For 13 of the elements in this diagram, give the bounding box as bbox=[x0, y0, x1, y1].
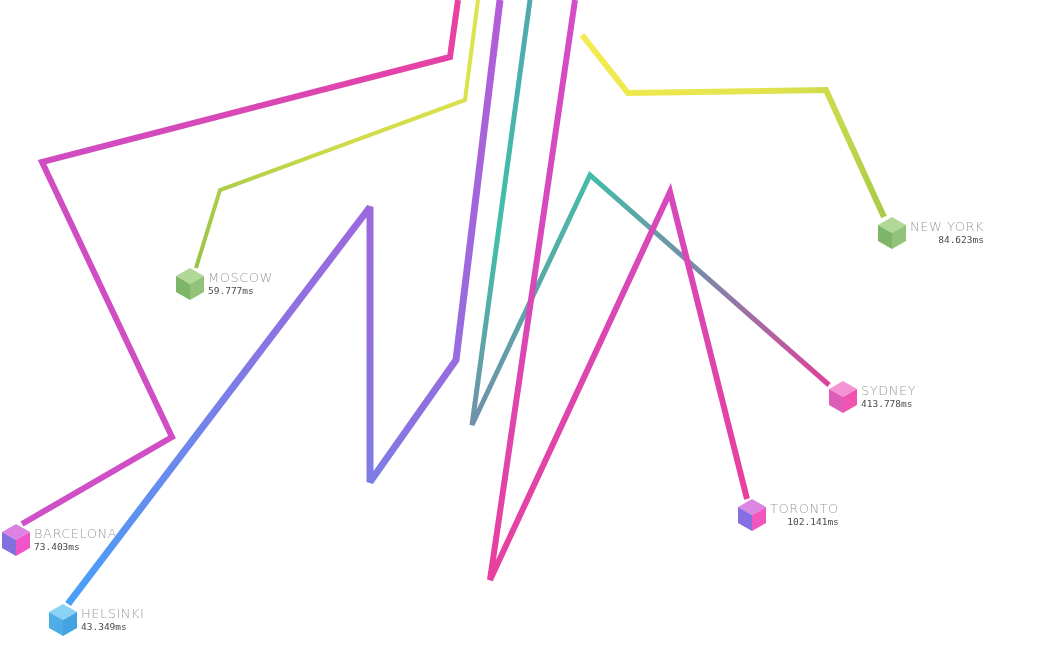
latency-value: 73.403ms bbox=[34, 541, 80, 552]
city-name: TORONTO bbox=[770, 501, 839, 516]
city-name: SYDNEY bbox=[861, 383, 917, 398]
latency-value: 43.349ms bbox=[81, 621, 127, 632]
city-name: BARCELONA bbox=[34, 526, 118, 541]
city-name: NEW YORK bbox=[910, 219, 984, 234]
city-name: HELSINKI bbox=[81, 606, 145, 621]
latency-value: 413.778ms bbox=[861, 398, 913, 409]
latency-value: 59.777ms bbox=[208, 285, 254, 296]
latency-value: 102.141ms bbox=[787, 516, 839, 527]
city-name: MOSCOW bbox=[208, 270, 273, 285]
latency-value: 84.623ms bbox=[938, 234, 984, 245]
route-line bbox=[20, 0, 461, 527]
